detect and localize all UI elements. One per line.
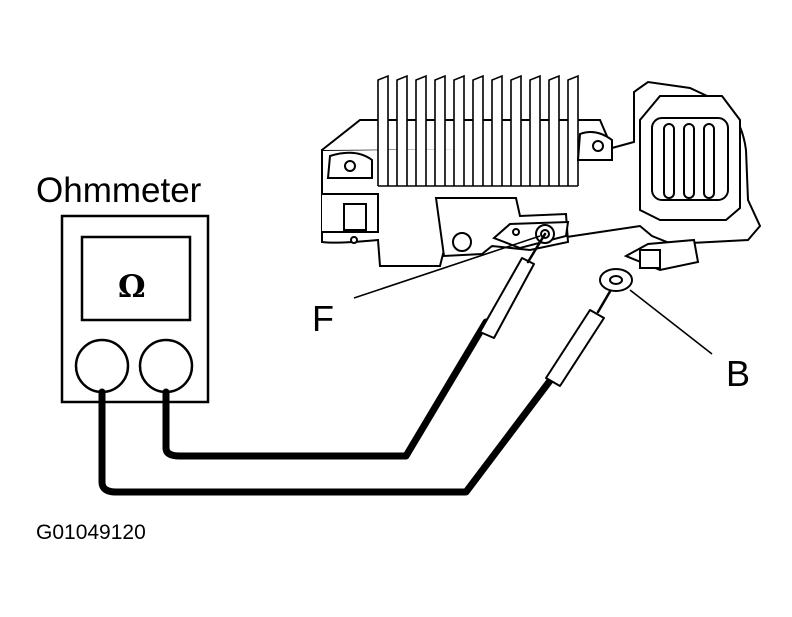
lead-f xyxy=(162,318,490,460)
probe-f xyxy=(479,232,547,339)
ohmmeter-display xyxy=(80,235,192,322)
left-slot xyxy=(343,203,367,231)
connector-pin-3 xyxy=(703,123,715,199)
ohmmeter-body xyxy=(60,214,210,404)
probe-jack-right xyxy=(138,338,194,394)
leader-lines xyxy=(353,235,713,355)
ohm-symbol: Ω xyxy=(118,269,146,305)
probe-b xyxy=(545,268,633,387)
probe-jack-left xyxy=(74,338,130,394)
regulator xyxy=(321,74,762,272)
terminal-b-label: B xyxy=(726,353,751,394)
lead-b xyxy=(98,374,556,496)
terminal-post xyxy=(452,232,472,252)
ohmmeter xyxy=(60,214,210,404)
connector-pin-1 xyxy=(663,123,675,199)
right-mount-hole xyxy=(592,140,604,152)
leader-b xyxy=(629,289,713,355)
terminal-f-label: F xyxy=(312,298,334,339)
terminal-b-lug xyxy=(623,238,700,272)
left-mount-hole xyxy=(344,160,356,172)
test-leads xyxy=(98,232,633,496)
left-slot-dot xyxy=(350,236,358,244)
ohmmeter-title: Ohmmeter xyxy=(36,171,202,210)
small-screw xyxy=(512,228,520,236)
leader-f xyxy=(353,235,541,299)
connector-pin-2 xyxy=(683,123,695,199)
figure-code: G01049120 xyxy=(36,521,146,544)
heat-sink xyxy=(377,74,579,187)
